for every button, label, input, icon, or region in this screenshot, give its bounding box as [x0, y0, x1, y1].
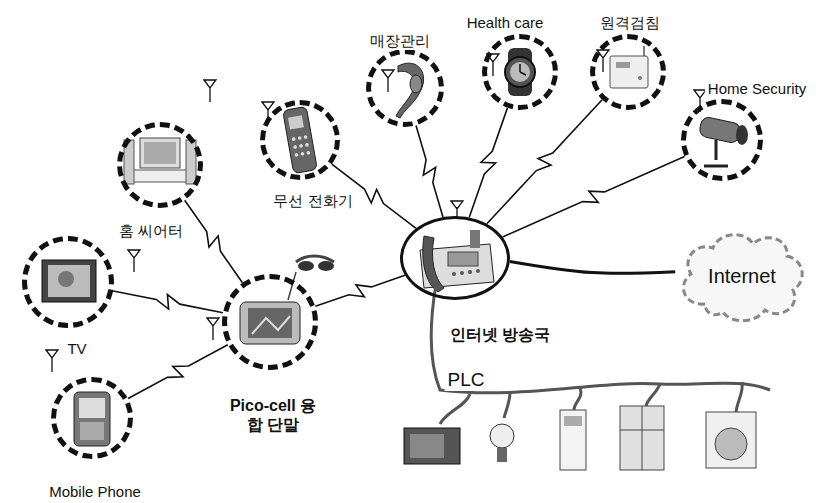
wireless-link — [416, 125, 443, 217]
watch-icon — [505, 48, 535, 96]
wireless-link — [315, 275, 405, 306]
device-circle: 매장관리 — [366, 49, 444, 127]
wireless-link — [113, 291, 223, 313]
cordless-phone-icon — [283, 106, 318, 173]
device-circle: Health care — [482, 34, 558, 110]
wireless-link — [185, 200, 243, 282]
meter-icon — [610, 46, 648, 88]
device-circle: Home Security — [681, 99, 763, 181]
headset-icon — [396, 63, 424, 118]
mobile-phone-icon — [74, 392, 110, 446]
home-theater-icon — [124, 138, 196, 184]
pico-cell-device-icon — [240, 256, 334, 344]
node-caption: 매장관리 — [367, 32, 433, 50]
device-circle: TV — [22, 236, 114, 328]
node-caption: 인터넷 방송국 — [447, 325, 553, 344]
wireless-link — [503, 157, 685, 237]
tv-icon — [42, 260, 96, 302]
device-circle: 원격검침 — [590, 34, 666, 110]
node-caption: 홈 씨어터 — [116, 222, 186, 240]
appliance-icons — [404, 406, 756, 470]
node-text: Internet — [705, 264, 779, 288]
node-caption: Mobile Phone — [46, 483, 144, 501]
device-circle: 무선 전화기 — [260, 100, 340, 180]
device-circle: Mobile Phone — [51, 377, 133, 459]
node-caption: Pico-cell 융합 단말 — [222, 396, 324, 434]
node-caption: 무선 전화기 — [270, 192, 355, 210]
wireless-link — [487, 100, 602, 224]
internet-line — [510, 261, 675, 273]
hub-ellipse: 인터넷 방송국 — [400, 216, 510, 300]
base-phone-icon — [420, 230, 494, 292]
camera-icon — [698, 116, 748, 166]
wireless-link — [469, 108, 507, 218]
node-caption: 원격검침 — [597, 14, 663, 32]
terminal-circle: Pico-cell 융합 단말 — [222, 274, 318, 370]
device-circle: 홈 씨어터 — [117, 122, 203, 208]
internet-cloud: Internet — [675, 226, 809, 326]
wireless-link — [128, 345, 228, 399]
node-caption: TV — [64, 340, 89, 358]
node-caption: Home Security — [705, 80, 809, 98]
node-caption: Health care — [464, 14, 547, 32]
wire-label: PLC — [445, 369, 488, 391]
antenna-symbol — [46, 50, 706, 372]
